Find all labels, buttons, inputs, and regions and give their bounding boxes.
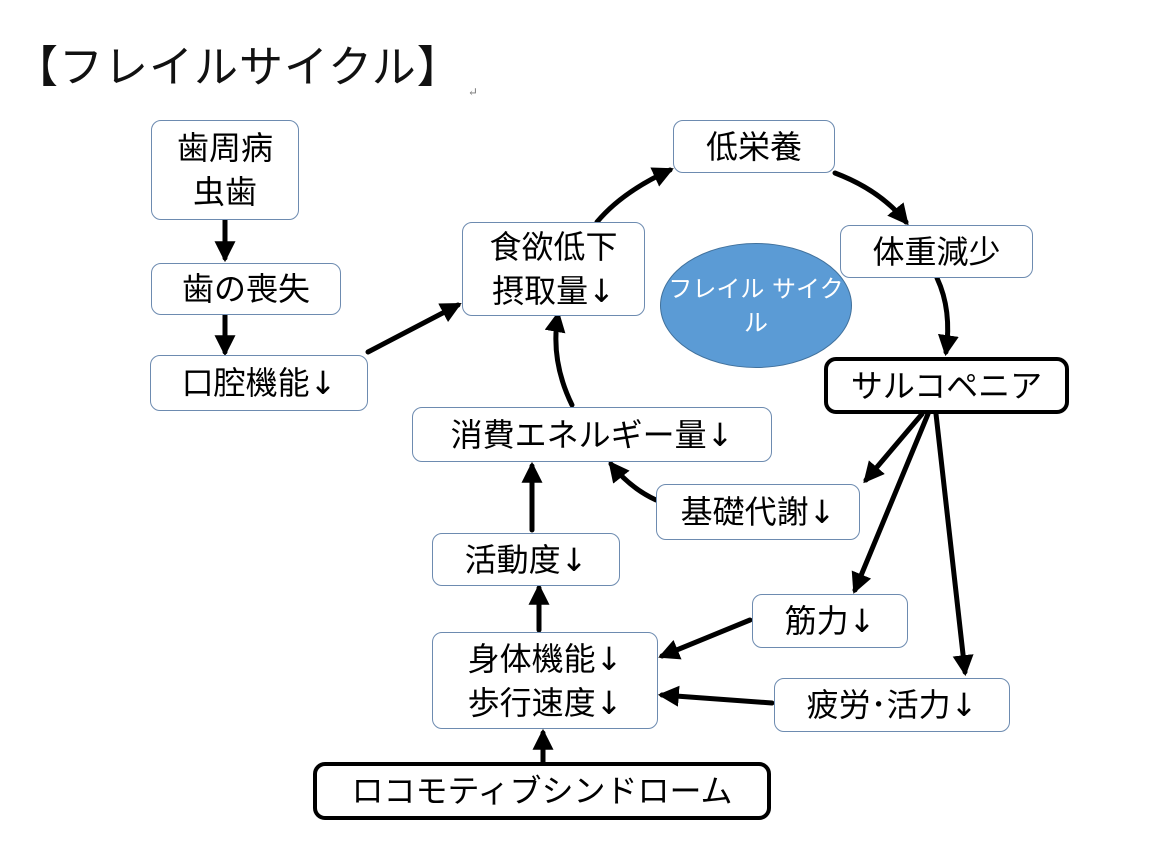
- node-tooth-loss: 歯の喪失: [151, 263, 341, 315]
- node-undernutrition: 低栄養: [673, 120, 835, 173]
- arrow-muscle-to-physical: [658, 617, 753, 660]
- node-weight-loss: 体重減少: [840, 225, 1033, 278]
- arrow-sarcopenia-to-basal-metabolism: [863, 411, 925, 484]
- node-weight-loss-label: 体重減少: [872, 232, 1001, 271]
- arrow-sarcopenia-to-muscle: [851, 411, 931, 594]
- node-sarcopenia: サルコペニア: [824, 357, 1069, 414]
- node-sarcopenia-label: サルコペニア: [850, 366, 1043, 405]
- center-label-line2: サイクル: [744, 274, 844, 337]
- node-activity: 活動度↓: [432, 533, 620, 586]
- arrow-energy-to-appetite: [544, 310, 575, 408]
- page-title: 【フレイルサイクル】↵: [14, 42, 479, 99]
- node-physical-line1: 身体機能↓: [467, 639, 623, 678]
- node-periodontal-caries: 歯周病 虫歯: [151, 120, 299, 220]
- node-oral-function: 口腔機能↓: [150, 355, 368, 411]
- node-physical-line2: 歩行速度↓: [467, 683, 623, 722]
- node-fatigue-vitality: 疲労･活力↓: [774, 678, 1010, 732]
- node-appetite-line1: 食欲低下: [489, 228, 618, 266]
- return-mark: ↵: [467, 85, 479, 99]
- node-basal-metabolism-label: 基礎代謝↓: [680, 493, 836, 531]
- node-undernutrition-label: 低栄養: [705, 127, 802, 166]
- node-physical-function: 身体機能↓ 歩行速度↓: [432, 632, 658, 729]
- node-basal-metabolism: 基礎代謝↓: [656, 484, 860, 540]
- arrow-basal-metabolism-to-energy: [608, 460, 659, 503]
- arrow-oral-function-to-appetite: [365, 302, 462, 355]
- node-oral-function-label: 口腔機能↓: [181, 364, 337, 402]
- arrow-undernutrition-to-weight-loss: [832, 170, 909, 226]
- node-fatigue-label: 疲労･活力↓: [806, 686, 978, 724]
- node-locomotive-label: ロコモティブシンドローム: [351, 772, 733, 810]
- node-periodontal-line2: 虫歯: [192, 173, 257, 211]
- node-muscle-strength: 筋力↓: [752, 594, 908, 648]
- arrow-appetite-to-undernutrition: [594, 167, 674, 225]
- node-tooth-loss-label: 歯の喪失: [181, 270, 310, 308]
- arrow-sarcopenia-to-fatigue: [933, 411, 974, 677]
- center-label-line1: フレイル: [668, 274, 765, 303]
- node-energy-expenditure: 消費エネルギー量↓: [412, 407, 772, 462]
- node-activity-label: 活動度↓: [464, 540, 588, 579]
- frail-cycle-center: フレイル サイクル: [660, 243, 852, 368]
- node-appetite-intake: 食欲低下 摂取量↓: [462, 222, 645, 316]
- node-appetite-line2: 摂取量↓: [492, 272, 615, 310]
- node-locomotive-syndrome: ロコモティブシンドローム: [313, 762, 771, 820]
- node-muscle-label: 筋力↓: [784, 602, 876, 640]
- arrow-weight-loss-to-sarcopenia: [934, 275, 959, 357]
- node-energy-label: 消費エネルギー量↓: [450, 415, 734, 454]
- arrow-fatigue-to-physical: [657, 685, 775, 707]
- node-periodontal-line1: 歯周病: [176, 129, 273, 167]
